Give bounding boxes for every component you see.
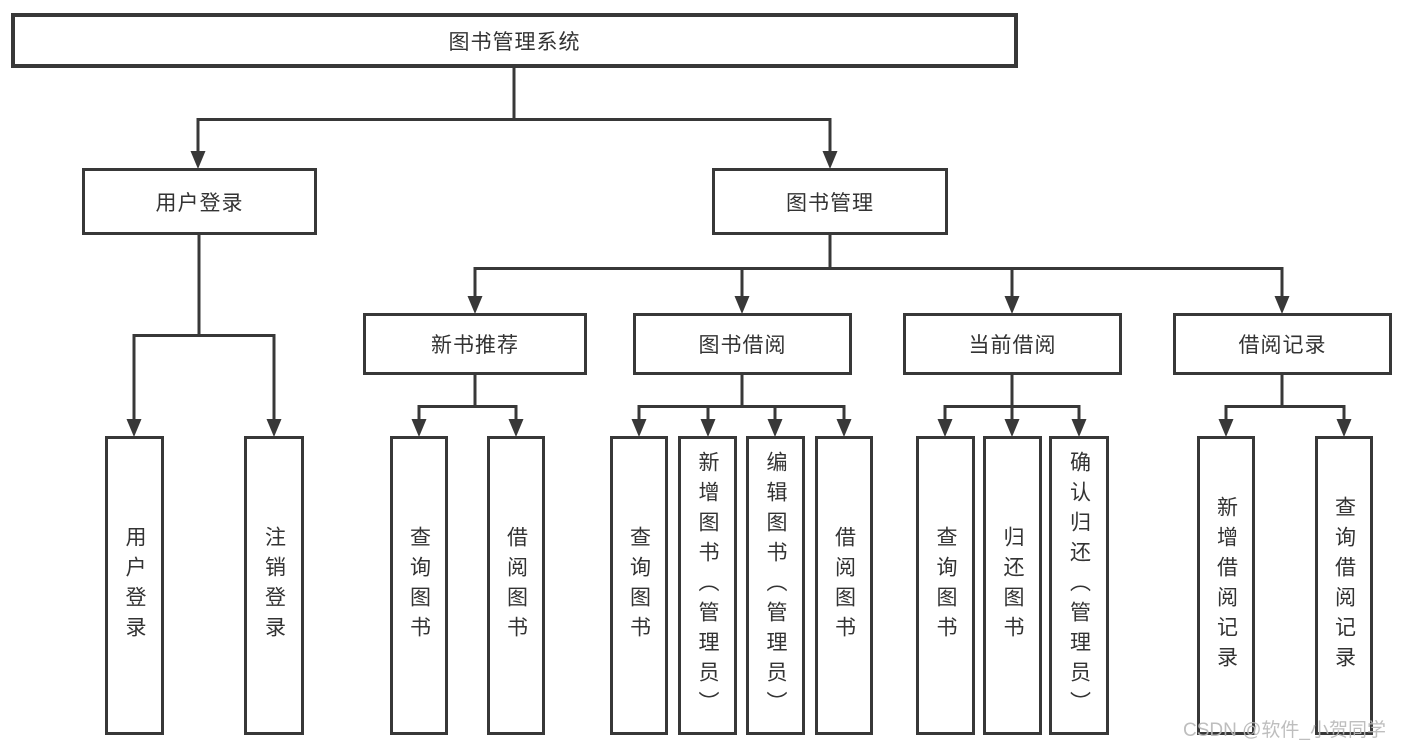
connector (943, 373, 1081, 420)
arrowhead-icon (822, 151, 838, 169)
arrowhead-icon (734, 296, 750, 314)
leaf-query-books-current: 查询图书 (916, 436, 975, 735)
arrowhead-icon (1336, 419, 1352, 437)
leaf-edit-books-admin: 编辑图书（管理员） (746, 436, 805, 735)
leaf-query-books-borrow: 查询图书 (610, 436, 668, 735)
leaf-query-borrow-record: 查询借阅记录 (1315, 436, 1373, 735)
node-label: 当前借阅 (968, 334, 1057, 357)
arrowhead-icon (700, 419, 716, 437)
node-label: 查询借阅记录 (1332, 495, 1356, 676)
node-label: 用户登录 (155, 191, 244, 215)
node-borrow-records: 借阅记录 (1173, 313, 1392, 375)
node-label: 注销登录 (262, 525, 286, 646)
arrowhead-icon (1004, 296, 1020, 314)
node-user-login: 用户登录 (82, 168, 317, 235)
node-label: 新书推荐 (431, 334, 519, 357)
arrowhead-icon (126, 419, 142, 437)
leaf-borrow-books-recommend: 借阅图书 (487, 436, 545, 735)
node-label: 用户登录 (123, 525, 146, 646)
arrowhead-icon (767, 419, 783, 437)
node-label: 借阅图书 (832, 525, 856, 646)
leaf-user-login: 用户登录 (105, 436, 164, 735)
arrowhead-icon (266, 419, 282, 437)
arrowhead-icon (1071, 419, 1087, 437)
leaf-add-books-admin: 新增图书（管理员） (678, 436, 737, 735)
node-label: 新增借阅记录 (1214, 495, 1238, 676)
watermark: CSDN @软件_小贺同学 (1183, 720, 1386, 741)
node-new-book-recommend: 新书推荐 (363, 313, 587, 375)
node-label: 查询图书 (407, 525, 431, 646)
arrowhead-icon (190, 151, 206, 169)
node-label: 新增图书（管理员） (696, 450, 719, 721)
connector (637, 373, 846, 420)
arrowhead-icon (467, 296, 483, 314)
leaf-return-books: 归还图书 (983, 436, 1042, 735)
node-label: 借阅图书 (504, 525, 528, 646)
node-label: 归还图书 (1001, 525, 1024, 646)
leaf-confirm-return-admin: 确认归还（管理员） (1049, 436, 1109, 735)
leaf-logout: 注销登录 (244, 436, 304, 735)
node-label: 图书借阅 (698, 334, 787, 357)
node-label: 查询图书 (627, 525, 651, 646)
node-label: 图书管理 (786, 191, 874, 215)
connector (1224, 373, 1346, 420)
node-label: 图书管理系统 (448, 30, 581, 54)
arrowhead-icon (1218, 419, 1234, 437)
arrowhead-icon (411, 419, 427, 437)
arrowhead-icon (508, 419, 524, 437)
node-library-system: 图书管理系统 (11, 13, 1018, 68)
arrowhead-icon (836, 419, 852, 437)
arrowhead-icon (937, 419, 953, 437)
connector (196, 66, 832, 152)
node-label: 确认归还（管理员） (1067, 450, 1091, 721)
node-label: 借阅记录 (1238, 334, 1327, 357)
connector (132, 233, 276, 420)
node-current-borrow: 当前借阅 (903, 313, 1122, 375)
connector (473, 233, 1284, 297)
arrowhead-icon (1274, 296, 1290, 314)
node-label: 编辑图书（管理员） (764, 450, 787, 721)
leaf-add-borrow-record: 新增借阅记录 (1197, 436, 1255, 735)
node-label: 查询图书 (934, 525, 957, 646)
node-book-management: 图书管理 (712, 168, 948, 235)
leaf-query-books-recommend: 查询图书 (390, 436, 448, 735)
arrowhead-icon (1004, 419, 1020, 437)
node-book-borrow: 图书借阅 (633, 313, 852, 375)
leaf-borrow-books: 借阅图书 (815, 436, 873, 735)
arrowhead-icon (631, 419, 647, 437)
connector (417, 373, 518, 420)
